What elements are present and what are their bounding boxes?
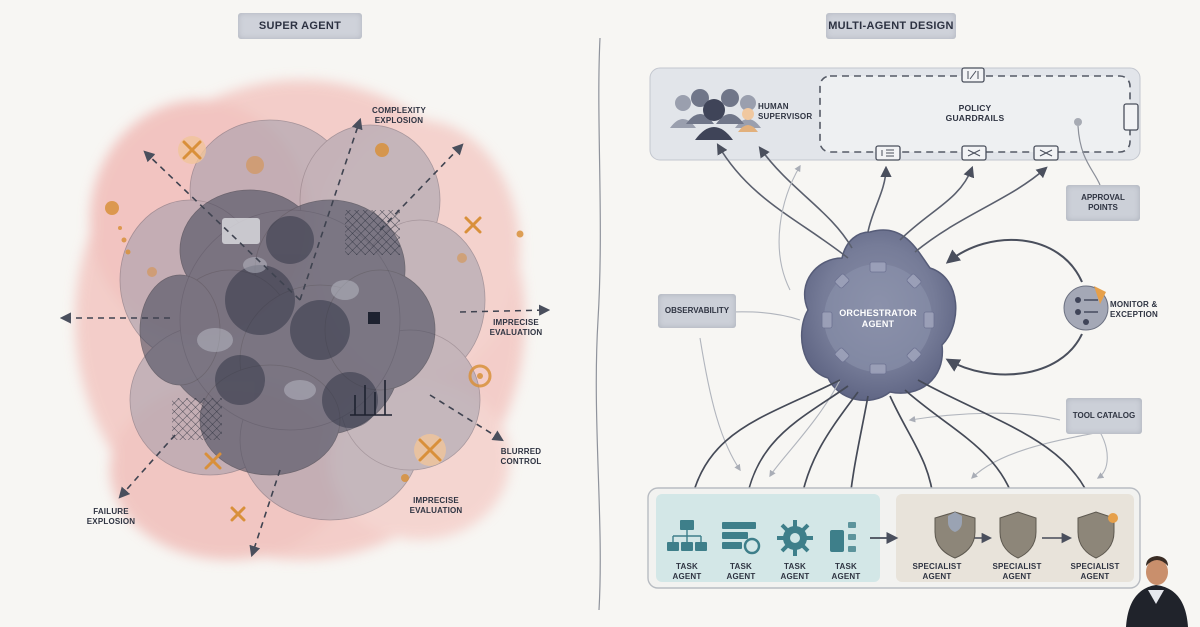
specialist-agent-label: SPECIALIST AGENT — [992, 562, 1042, 581]
monitor-exception-label: MONITOR & EXCEPTION — [1110, 300, 1159, 319]
complexity-explosion-label: COMPLEXITY EXPLOSION — [371, 106, 426, 125]
task-agent-label: TASK AGENT — [672, 562, 702, 581]
super-agent-title: SUPER AGENT — [238, 13, 362, 39]
tool-catalog-box: TOOL CATALOG — [1066, 398, 1142, 434]
specialist-agent-label: SPECIALIST AGENT — [912, 562, 962, 581]
task-agent-label: TASK AGENT — [726, 562, 756, 581]
people-icon — [670, 89, 761, 140]
multi-agent-title: MULTI-AGENT DESIGN — [826, 13, 956, 39]
failure-explosion-label: FAILURE EXPLOSION — [86, 507, 136, 526]
orchestrator-agent-node — [800, 229, 957, 402]
shield-icon — [934, 511, 1118, 559]
task-agent-label: TASK AGENT — [831, 562, 861, 581]
x-mark-icon — [178, 136, 482, 522]
monitor-icon — [1063, 285, 1109, 331]
gear-icon — [777, 520, 813, 556]
blurred-control-label: BLURRED CONTROL — [500, 447, 542, 466]
panel-divider — [595, 37, 601, 611]
super-agent-blob — [75, 80, 525, 560]
avatar — [1126, 556, 1188, 627]
specialist-agent-label: SPECIALIST AGENT — [1070, 562, 1120, 581]
imprecise-evaluation-label-right: IMPRECISE EVALUATION — [489, 318, 543, 337]
policy-guardrails-label: POLICY GUARDRAILS — [945, 103, 1005, 124]
list-icon — [722, 522, 761, 555]
hierarchy-icon — [667, 520, 707, 551]
task-agent-label: TASK AGENT — [780, 562, 810, 581]
flow-icon — [830, 522, 856, 552]
explosion-arrows — [59, 117, 551, 558]
observability-box: OBSERVABILITY — [658, 294, 736, 328]
human-supervisor-label: HUMAN SUPERVISOR — [758, 102, 813, 121]
orchestrator-agent-label: ORCHESTRATOR AGENT — [839, 308, 917, 329]
approval-points-box: APPROVAL POINTS — [1066, 185, 1140, 221]
imprecise-evaluation-label-bottom: IMPRECISE EVALUATION — [409, 496, 463, 515]
top-supervision-panel — [649, 67, 1141, 161]
